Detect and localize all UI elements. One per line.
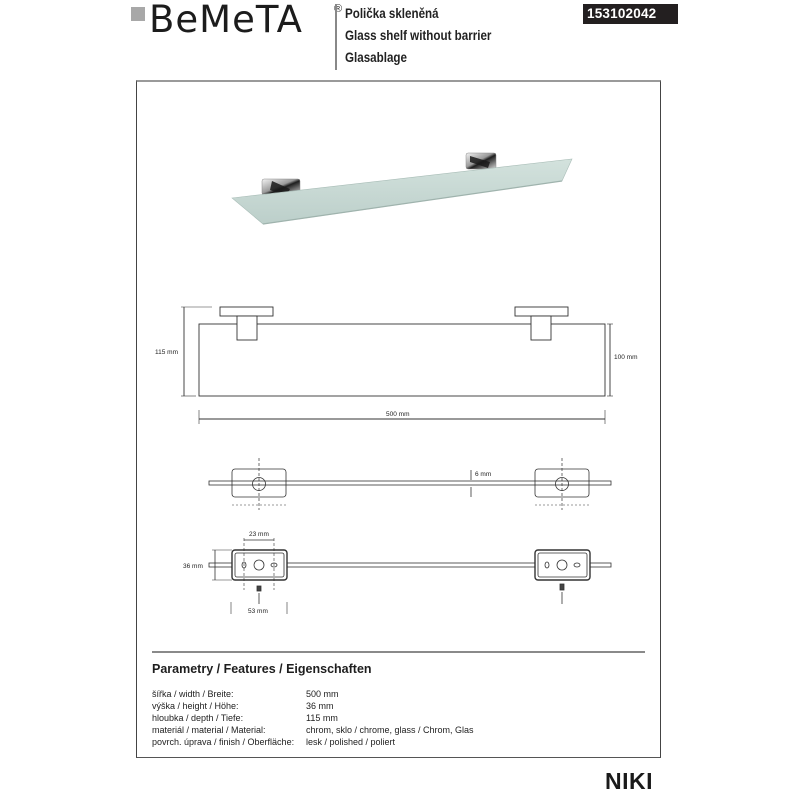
dim-53: 53 mm [248, 608, 268, 615]
feature-label: hloubka / depth / Tiefe: [152, 713, 244, 723]
feature-label: výška / height / Höhe: [152, 701, 239, 711]
feature-label: povrch. úprava / finish / Oberfläche: [152, 737, 295, 747]
top-view [208, 538, 612, 614]
dim-100: 100 mm [614, 354, 637, 361]
bracket-right-photo [465, 152, 497, 170]
title-english: Glass shelf without barrier [345, 28, 492, 43]
header-separator [335, 4, 337, 70]
dim-23: 23 mm [249, 531, 269, 538]
brand-logo: BeMeTA [149, 0, 303, 41]
dim-36: 36 mm [183, 563, 203, 570]
dim-500: 500 mm [386, 411, 409, 418]
front-view [181, 306, 613, 424]
logo-square [131, 7, 145, 21]
product-title-block: Polička skleněná Glass shelf without bar… [345, 3, 491, 69]
title-czech: Polička skleněná [345, 6, 439, 21]
title-german: Glasablage [345, 50, 407, 65]
dim-115: 115 mm [155, 349, 178, 356]
product-photo [231, 152, 573, 225]
features-divider [152, 651, 645, 653]
dim-6: 6 mm [475, 471, 491, 478]
product-code-badge: 153102042 [583, 4, 678, 24]
feature-label: materiál / material / Material: [152, 725, 266, 735]
features-title: Parametry / Features / Eigenschaften [152, 662, 372, 676]
feature-value: 115 mm [306, 713, 338, 723]
feature-value: 500 mm [306, 689, 339, 699]
feature-value: chrom, sklo / chrome, glass / Chrom, Gla… [306, 725, 474, 735]
feature-value: 36 mm [306, 701, 334, 711]
drawing-frame [136, 80, 661, 758]
feature-label: šířka / width / Breite: [152, 689, 234, 699]
feature-value: lesk / polished / poliert [306, 737, 396, 747]
side-view [208, 458, 612, 510]
registered-mark: ® [334, 3, 343, 15]
series-name: NIKI [605, 768, 653, 794]
